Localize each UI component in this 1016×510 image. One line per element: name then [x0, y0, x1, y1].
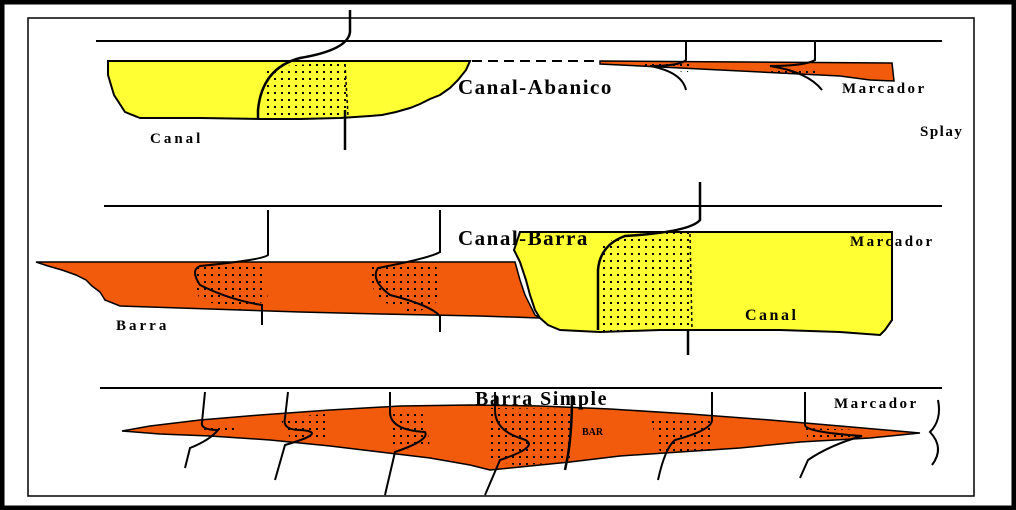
title-bottom: Barra Simple: [475, 388, 608, 410]
label-marker-middle: Marcador: [850, 234, 935, 250]
title-top: Canal-Abanico: [458, 75, 613, 99]
label-barra-middle: Barra: [116, 318, 169, 334]
label-marker-bottom: Marcador: [834, 396, 919, 412]
label-canal-middle: Canal: [745, 307, 798, 324]
panel-middle: Canal-Barra Barra Marcador Canal: [36, 182, 942, 355]
label-bar-inner: BAR: [582, 427, 604, 438]
well-log-bottom-8: [930, 400, 939, 465]
panel-bottom: Barra Simple Marcador BAR: [100, 388, 942, 495]
label-marker-top: Marcador: [842, 81, 927, 97]
label-splay: Splay: [920, 124, 963, 140]
bar-dots-bottom-5: [650, 418, 712, 452]
panel-top: Canal-Abanico Canal Marcador Splay: [96, 10, 963, 150]
bar-body-middle: [36, 262, 540, 318]
bar-dots-bottom-4: [490, 408, 572, 466]
sand-core-middle: [600, 232, 693, 332]
title-middle: Canal-Barra: [458, 226, 589, 250]
label-canal-top: Canal: [150, 131, 203, 147]
